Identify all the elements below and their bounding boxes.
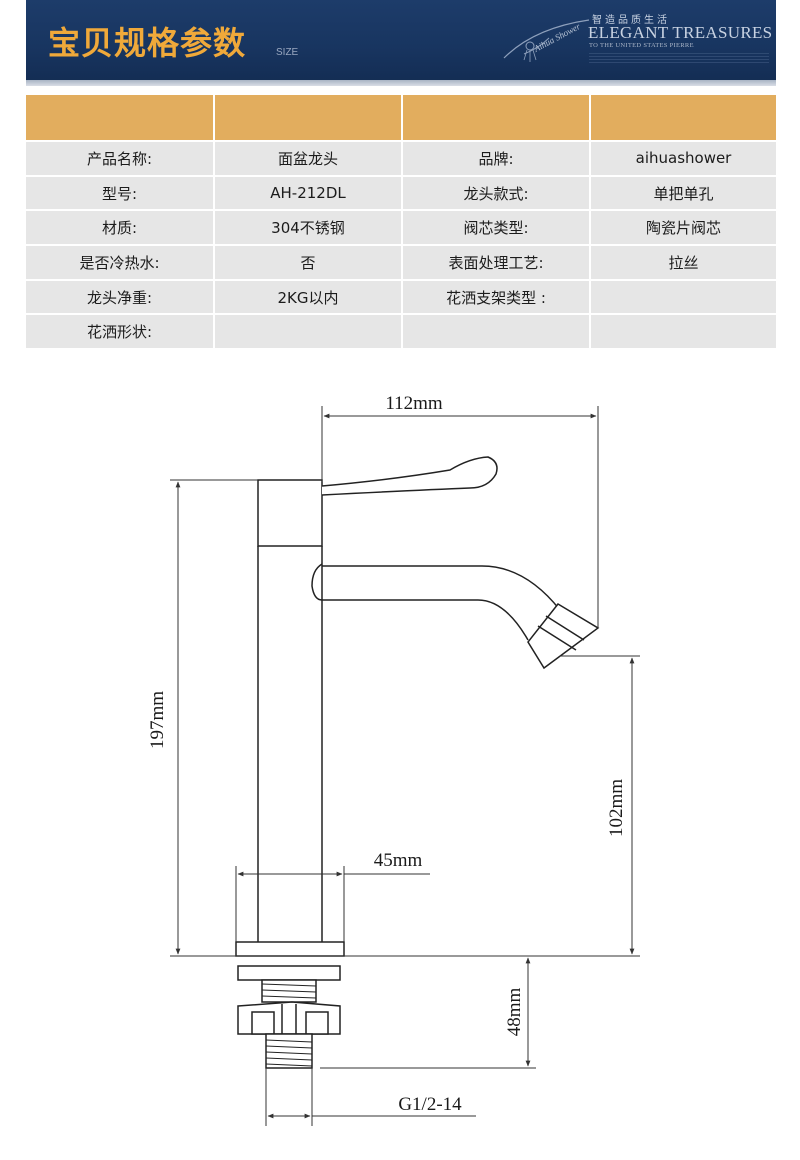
page-header: 宝贝规格参数 SIZE Aihua Shower 智造品质生活 ELEGANT … bbox=[26, 0, 776, 86]
dim-thread-length: 48mm bbox=[504, 988, 525, 1037]
spec-label: 是否冷热水: bbox=[26, 245, 215, 281]
table-row: 是否冷热水: 否 表面处理工艺: 拉丝 bbox=[26, 245, 776, 281]
brand-name: ELEGANT TREASURES bbox=[588, 23, 773, 42]
spec-value: 面盆龙头 bbox=[214, 141, 403, 177]
spec-value bbox=[590, 314, 776, 351]
faucet-outline bbox=[235, 456, 600, 1069]
table-header-cell bbox=[590, 95, 776, 142]
table-row: 花洒形状: bbox=[26, 314, 776, 351]
spec-value: aihuashower bbox=[590, 141, 776, 177]
table-row: 产品名称: 面盆龙头 品牌: aihuashower bbox=[26, 141, 776, 177]
spec-value: AH-212DL bbox=[214, 175, 403, 212]
spec-value: 单把单孔 bbox=[590, 175, 776, 212]
brand-logo-icon: Aihua Shower bbox=[503, 19, 590, 62]
spec-label bbox=[402, 314, 591, 351]
page-title: 宝贝规格参数 bbox=[48, 24, 247, 62]
spec-label: 龙头净重: bbox=[26, 279, 215, 316]
dim-total-height: 197mm bbox=[147, 691, 168, 749]
spec-value: 2KG以内 bbox=[214, 279, 403, 316]
spec-label: 表面处理工艺: bbox=[402, 245, 591, 281]
spec-table: 产品名称: 面盆龙头 品牌: aihuashower 型号: AH-212DL … bbox=[26, 95, 776, 351]
faucet-dimension-drawing: 112mm 197mm 45mm 102mm 48mm G1/2-14 bbox=[147, 393, 640, 1126]
table-row: 型号: AH-212DL 龙头款式: 单把单孔 bbox=[26, 175, 776, 212]
spec-label: 型号: bbox=[26, 175, 215, 212]
spec-label: 花洒支架类型 : bbox=[402, 279, 591, 316]
dim-thread: G1/2-14 bbox=[398, 1094, 462, 1115]
table-row: 材质: 304不锈钢 阀芯类型: 陶瓷片阀芯 bbox=[26, 210, 776, 247]
spec-value: 陶瓷片阀芯 bbox=[590, 210, 776, 247]
spec-value bbox=[590, 279, 776, 316]
spec-label: 阀芯类型: bbox=[402, 210, 591, 247]
table-header-row bbox=[26, 95, 776, 142]
spec-label: 产品名称: bbox=[26, 141, 215, 177]
dim-base-width: 45mm bbox=[374, 850, 423, 871]
decorative-lines bbox=[589, 53, 769, 65]
spec-value bbox=[214, 314, 403, 351]
spec-label: 品牌: bbox=[402, 141, 591, 177]
spec-label: 材质: bbox=[26, 210, 215, 247]
table-row: 龙头净重: 2KG以内 花洒支架类型 : bbox=[26, 279, 776, 316]
spec-value: 否 bbox=[214, 245, 403, 281]
logo-text: Aihua Shower bbox=[531, 21, 582, 54]
table-header-cell bbox=[26, 95, 215, 142]
spec-value: 拉丝 bbox=[590, 245, 776, 281]
table-header-cell bbox=[402, 95, 591, 142]
brand-slogan: 智造品质生活 bbox=[592, 15, 670, 26]
page-subtitle: SIZE bbox=[276, 47, 299, 58]
dim-top-width: 112mm bbox=[385, 393, 443, 414]
spec-label: 花洒形状: bbox=[26, 314, 215, 351]
spec-label: 龙头款式: bbox=[402, 175, 591, 212]
spec-value: 304不锈钢 bbox=[214, 210, 403, 247]
brand-tagline: TO THE UNITED STATES PIERRE bbox=[589, 42, 694, 49]
dim-spout-height: 102mm bbox=[606, 779, 627, 837]
table-header-cell bbox=[214, 95, 403, 142]
dimension-lines bbox=[170, 406, 640, 1126]
